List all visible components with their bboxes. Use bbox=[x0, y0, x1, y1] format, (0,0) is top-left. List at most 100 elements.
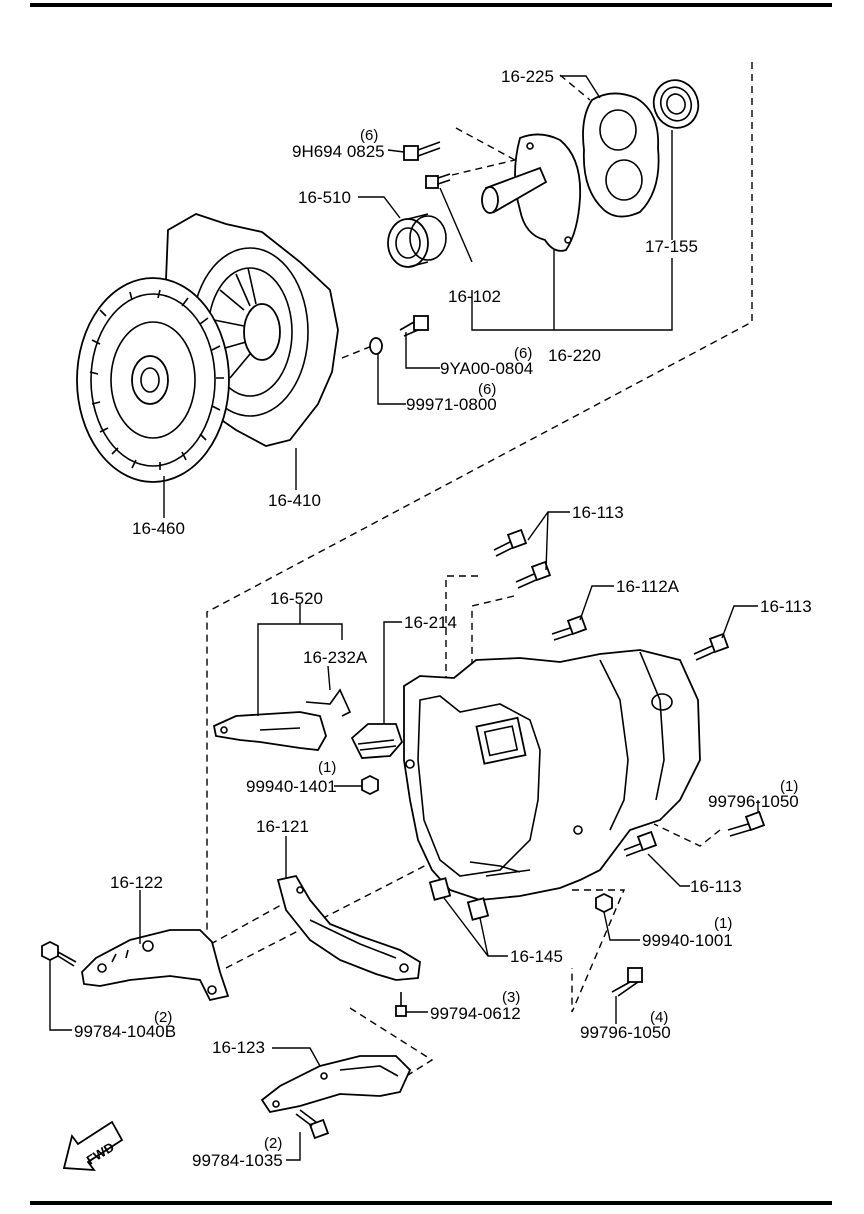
bearing-retainer-16-220 bbox=[481, 133, 582, 252]
label-16-113-lower: 16-113 bbox=[690, 877, 742, 896]
mount-16-145-a bbox=[428, 877, 452, 901]
leader-16-113-top bbox=[527, 511, 570, 571]
nut-99940-1401 bbox=[361, 774, 379, 796]
bolt-16-113-upper-1 bbox=[493, 528, 528, 557]
qty-99784-1040b: (2) bbox=[154, 1009, 172, 1026]
gasket-16-225 bbox=[582, 92, 660, 218]
dashed-connector-3 bbox=[559, 74, 591, 101]
leader-16-102 bbox=[439, 187, 473, 263]
bolt-9ya00 bbox=[399, 315, 429, 337]
bolt-16-102 bbox=[425, 173, 451, 189]
forward-arrow-icon: FWD bbox=[62, 1120, 124, 1172]
bolt-99796-1050-upper bbox=[727, 810, 766, 837]
bracket-16-121 bbox=[276, 874, 421, 981]
bolt-99796-1050-lower bbox=[611, 967, 643, 997]
release-fork-16-520 bbox=[212, 711, 327, 751]
dashed-bracket-121 bbox=[225, 857, 441, 969]
label-16-510: 16-510 bbox=[298, 188, 351, 207]
leader-99784-1040b bbox=[49, 960, 72, 1031]
label-16-410: 16-410 bbox=[268, 491, 321, 510]
bolt-16-113-lower bbox=[623, 830, 658, 857]
label-16-214: 16-214 bbox=[404, 613, 457, 632]
leader-16-520 bbox=[257, 604, 343, 716]
leader-16-112a bbox=[579, 585, 614, 621]
label-99971: 99971-0800 bbox=[406, 395, 497, 414]
leader-99784-1035 bbox=[286, 1132, 301, 1161]
qty-99940-1401: (1) bbox=[318, 759, 336, 776]
bolt-9h694 bbox=[403, 141, 441, 161]
boot-16-214 bbox=[350, 723, 404, 759]
dashed-bracket-122 bbox=[199, 899, 291, 951]
upper-dashed-boundary bbox=[206, 62, 753, 930]
clutch-disc-16-460 bbox=[76, 277, 230, 483]
bolt-99784-1035 bbox=[295, 1109, 330, 1140]
leader-16-123 bbox=[272, 1047, 321, 1067]
qty-9ya00: (6) bbox=[514, 345, 532, 362]
label-16-113-right: 16-113 bbox=[760, 597, 812, 616]
dashed-bolt-16-113-guide-2 bbox=[471, 595, 515, 680]
label-16-225: 16-225 bbox=[501, 67, 554, 86]
label-16-520: 16-520 bbox=[270, 589, 323, 608]
leader-16-145 bbox=[443, 897, 508, 957]
leader-99940-1001 bbox=[603, 911, 640, 941]
label-99940-1401: 99940-1401 bbox=[246, 777, 337, 796]
qty-99796-1050-lower: (4) bbox=[650, 1009, 668, 1026]
leader-9ya00 bbox=[405, 332, 440, 369]
washer-99971 bbox=[369, 337, 383, 355]
dashed-connector-2 bbox=[451, 159, 516, 176]
bolt-99794-0612 bbox=[395, 992, 407, 1017]
leader-16-214 bbox=[383, 621, 402, 724]
label-99784-1040b: 99784-1040B bbox=[74, 1022, 176, 1041]
bolt-99784-1040b bbox=[41, 940, 77, 967]
label-17-155: 17-155 bbox=[645, 237, 698, 256]
qty-99971: (6) bbox=[478, 381, 496, 398]
dashed-bracket-123 bbox=[349, 1007, 434, 1081]
leader-99971 bbox=[377, 354, 406, 405]
label-99794: 99794-0612 bbox=[430, 1004, 521, 1023]
leader-16-113-right bbox=[721, 605, 758, 639]
nut-99940-1001 bbox=[595, 892, 613, 914]
label-16-122: 16-122 bbox=[110, 873, 163, 892]
qty-99796-1050-upper: (1) bbox=[780, 778, 798, 795]
qty-9h694: (6) bbox=[360, 127, 378, 144]
leader-9h694 bbox=[387, 149, 405, 153]
bolt-16-113-right bbox=[693, 632, 730, 661]
qty-99784-1035: (2) bbox=[264, 1135, 282, 1152]
label-99784-1035: 99784-1035 bbox=[192, 1151, 283, 1170]
bracket-16-122 bbox=[81, 929, 230, 1002]
label-16-113-top: 16-113 bbox=[572, 503, 624, 522]
mount-16-145-b bbox=[466, 897, 490, 921]
bracket-16-123 bbox=[260, 1055, 412, 1114]
label-16-121: 16-121 bbox=[256, 817, 309, 836]
label-16-102: 16-102 bbox=[448, 287, 501, 306]
label-99796-1050-upper: 99796-1050 bbox=[708, 792, 799, 811]
clutch-housing-16-102 bbox=[403, 649, 701, 901]
label-99940-1001: 99940-1001 bbox=[642, 931, 733, 950]
label-16-460: 16-460 bbox=[132, 519, 185, 538]
label-99796-1050-lower: 99796-1050 bbox=[580, 1023, 671, 1042]
leader-16-113-lower bbox=[647, 853, 690, 887]
dashed-bottom-box bbox=[571, 889, 626, 1013]
label-9h694: 9H694 0825 bbox=[292, 142, 385, 161]
release-bearing-16-510 bbox=[387, 213, 447, 268]
dashed-right-bolt-guide bbox=[653, 823, 721, 847]
dashed-connector-1 bbox=[455, 127, 516, 161]
qty-99940-1001: (1) bbox=[714, 915, 732, 932]
dashed-connector-4 bbox=[341, 345, 373, 359]
leader-16-225 bbox=[560, 75, 601, 99]
leader-16-220-bracket bbox=[471, 250, 673, 331]
label-16-220: 16-220 bbox=[548, 346, 601, 365]
leader-16-232a bbox=[327, 665, 331, 691]
label-16-232a: 16-232A bbox=[303, 648, 368, 667]
label-9ya00: 9YA00-0804 bbox=[440, 359, 533, 378]
label-16-112a: 16-112A bbox=[616, 577, 680, 596]
leader-16-510 bbox=[358, 196, 401, 219]
bolt-16-113-upper-2 bbox=[515, 560, 552, 589]
bearing-seal-17-155 bbox=[652, 79, 700, 129]
bolt-16-112a bbox=[551, 614, 588, 641]
qty-99794: (3) bbox=[502, 989, 520, 1006]
label-16-145: 16-145 bbox=[510, 947, 563, 966]
spring-clip-16-232a bbox=[305, 688, 352, 717]
label-16-123: 16-123 bbox=[212, 1038, 265, 1057]
